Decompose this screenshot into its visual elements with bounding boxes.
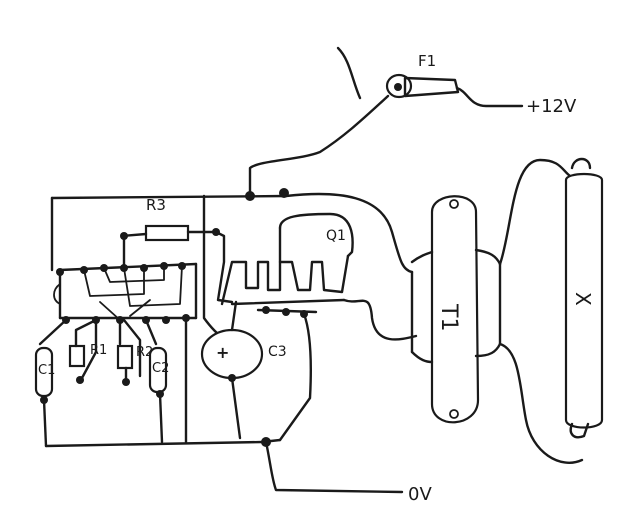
supply-positive-label: +12V: [526, 96, 577, 117]
q1-ground-wire: [278, 312, 312, 442]
q1-label: Q1: [326, 228, 346, 244]
capacitor-c2: [144, 318, 168, 444]
c3-label: C3: [268, 344, 287, 360]
capacitor-c1: [34, 318, 68, 448]
capacitor-c3: [200, 300, 264, 440]
ground-rail: [44, 437, 404, 494]
fuse-label: F1: [418, 52, 436, 70]
transformer-label: T1: [436, 303, 461, 331]
top-rail: [50, 188, 414, 274]
fuse-to-node-wire: [248, 94, 390, 198]
ic-block: [53, 262, 198, 324]
supply-ground-label: 0V: [408, 484, 432, 505]
transistor-q1: [220, 212, 354, 318]
r3-label: R3: [146, 196, 166, 214]
c1-label: C1: [38, 363, 55, 378]
transformer-t1: [410, 195, 502, 424]
resistor-r3: [120, 224, 220, 268]
fuse-f1: [336, 46, 460, 100]
q1-to-transformer-wire: [342, 298, 418, 341]
c3-polarity-label: +: [216, 343, 229, 362]
resistor-r2: [116, 318, 142, 386]
lamp-x: [498, 157, 604, 464]
resistor-r1: [68, 318, 98, 384]
lamp-label: X: [571, 292, 595, 306]
c2-label: C2: [152, 361, 169, 376]
supply-positive-lead: [455, 86, 524, 108]
r1-label: R1: [90, 343, 107, 358]
